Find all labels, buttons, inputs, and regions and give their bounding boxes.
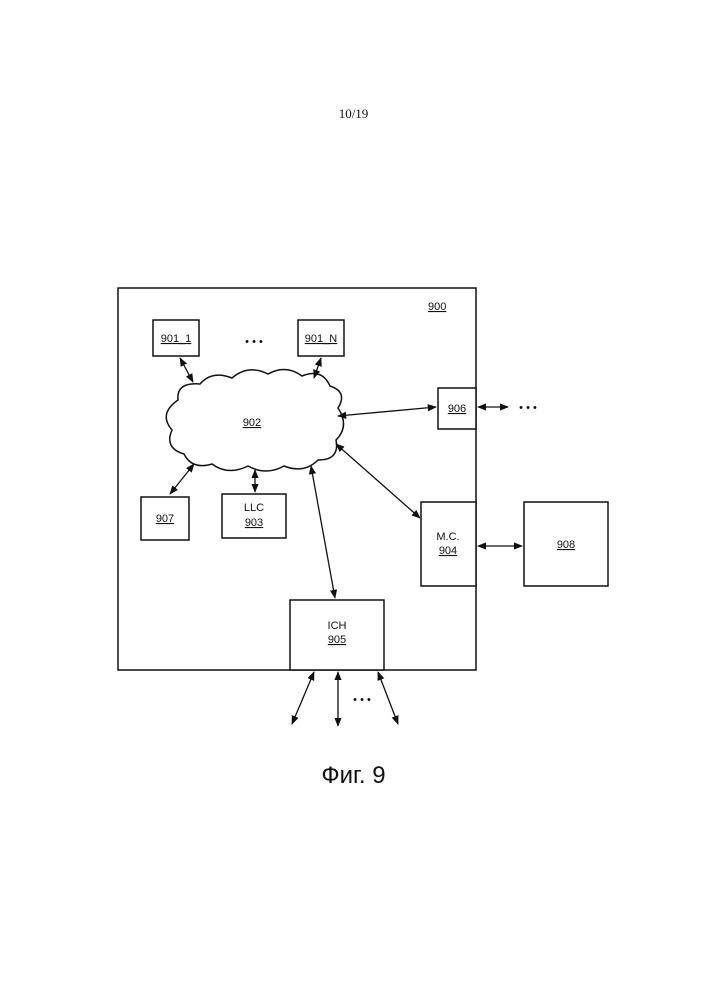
- arrow-cloud-ich: [311, 466, 335, 598]
- arrow-cloud-906: [338, 407, 436, 416]
- unit-907-label: 907: [156, 513, 174, 525]
- arrow-core1-cloud: [180, 358, 193, 382]
- system-label: 900: [428, 301, 446, 313]
- memory-controller-ref: 904: [439, 545, 457, 557]
- arrow-cloud-mc: [336, 444, 420, 518]
- interconnect-label: 902: [243, 417, 261, 429]
- memory-controller-box: [421, 502, 476, 586]
- memory-controller-name: M.C.: [436, 531, 459, 543]
- arrow-ich-out-1: [292, 672, 314, 724]
- arrow-cloud-907: [170, 464, 194, 494]
- io-906-ellipsis: • • •: [519, 402, 537, 414]
- figure-caption: Фиг. 9: [0, 762, 707, 790]
- llc-name: LLC: [244, 502, 264, 514]
- arrow-ich-out-3: [378, 672, 398, 724]
- ich-name: ICH: [328, 620, 347, 632]
- ich-ref: 905: [328, 634, 346, 646]
- core-ellipsis: • • •: [245, 336, 263, 348]
- io-906-label: 906: [448, 403, 466, 415]
- llc-box: [222, 494, 286, 538]
- memory-label: 908: [557, 539, 575, 551]
- llc-ref: 903: [245, 517, 263, 529]
- core-1-label: 901_1: [161, 333, 192, 345]
- core-n-label: 901_N: [305, 333, 337, 345]
- ich-ellipsis: • • •: [353, 694, 371, 706]
